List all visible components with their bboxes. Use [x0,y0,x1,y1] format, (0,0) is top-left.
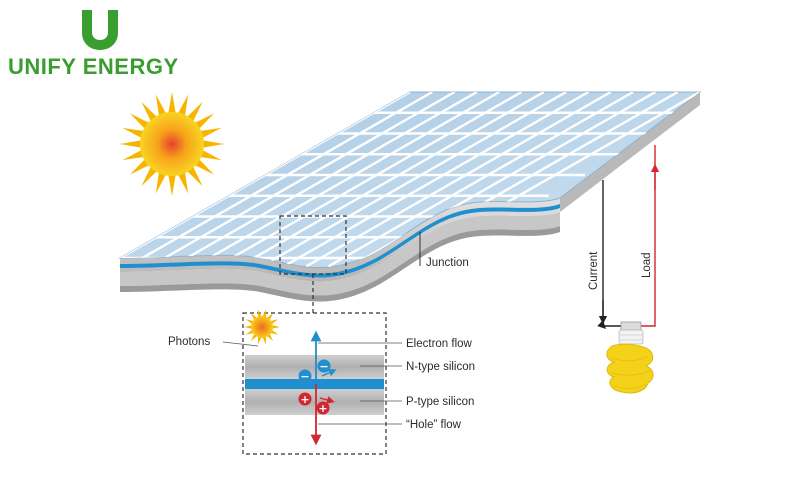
hole-symbol: + [316,396,335,415]
sun-icon [120,92,224,196]
solar-panel [118,91,702,302]
sun-ray [262,309,267,318]
load-label: Load [641,252,653,278]
sun-ray [177,94,189,117]
sun-ray [271,325,280,329]
svg-text:+: + [318,402,327,415]
cell-detail: − − + + [242,309,402,455]
sun-ray [186,101,203,123]
sun-ray [257,336,262,345]
junction-callout: Junction [419,232,469,269]
sun-ray [199,149,222,161]
junction-stripe [120,204,560,278]
sun-ray [186,165,203,187]
panel-front-edge [120,198,560,282]
sun-ray [122,127,145,139]
sun-ray [155,171,167,194]
svg-text:+: + [300,393,309,406]
sun-ray [262,336,267,345]
p-type-label: P-type silicon [406,396,474,408]
electron-symbol: − [298,369,312,383]
junction-layer [245,379,384,389]
sun-ray [155,94,167,117]
current-label: Current [588,251,600,290]
svg-text:−: − [300,370,309,383]
sun-ray [129,158,151,175]
circuit: Current Load [588,145,660,394]
sun-ray [257,309,262,318]
sun-ray [193,113,215,130]
current-wire [597,180,622,329]
electron-flow-label: Electron flow [406,338,473,350]
brand-logo: UNIFY ENERGY [4,8,184,79]
p-type-layer [245,389,384,415]
sun-ray [141,101,158,123]
unify-logo-icon [82,10,118,50]
sun-ray [244,325,253,329]
sun-ray [120,140,143,148]
photon-sun-icon [244,309,280,345]
n-type-layer [245,355,384,379]
junction-label: Junction [426,257,469,269]
sun-ray [199,127,222,139]
hole-symbol: + [298,392,312,406]
sun-ray [168,92,176,115]
brand-name: UNIFY ENERGY [8,54,179,79]
sun-ray [129,113,151,130]
sun-ray [122,149,145,161]
load-wire [640,145,656,327]
svg-text:−: − [319,360,328,373]
hole-flow-label: “Hole” flow [406,419,462,431]
sun-ray [168,173,176,196]
photons-label: Photons [168,336,210,348]
electron-symbol: − [317,359,337,377]
light-bulb-icon [606,321,654,394]
sun-ray [193,158,215,175]
n-type-label: N-type silicon [406,361,475,373]
sun-ray [141,165,158,187]
sun-ray [201,140,224,148]
sun-ray [177,171,189,194]
